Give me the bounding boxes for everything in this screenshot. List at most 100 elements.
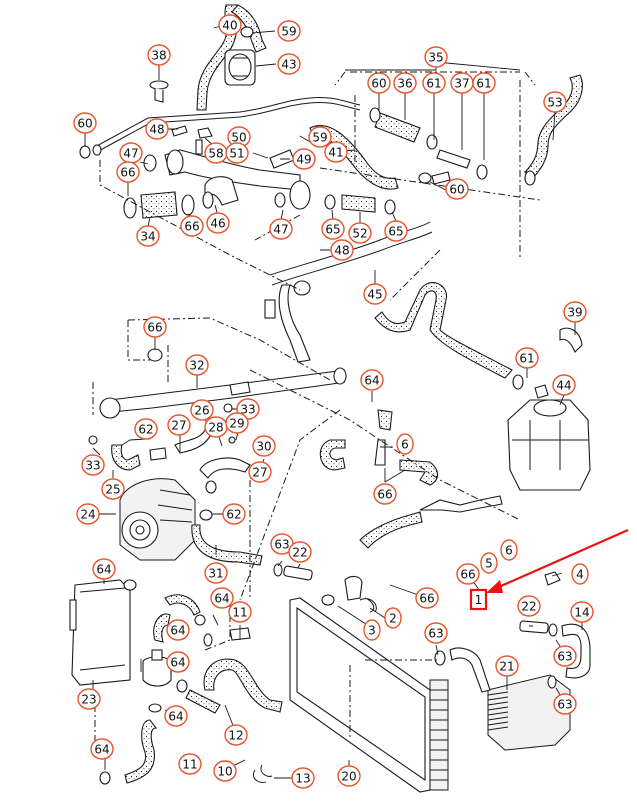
- callout-number: 25: [105, 483, 120, 497]
- callout-number: 33: [85, 459, 100, 473]
- callout-number: 52: [352, 227, 367, 241]
- callout-ring: [164, 705, 188, 727]
- callout-number: 5: [485, 557, 493, 571]
- callout-ring: [515, 347, 539, 369]
- callout-11: 11: [228, 601, 252, 623]
- callout-ring: [570, 601, 594, 623]
- callout-61: 61: [472, 72, 496, 94]
- callout-ring: [422, 72, 446, 94]
- callout-number: 60: [371, 77, 386, 91]
- callout-number: 62: [138, 423, 153, 437]
- callout-number: 65: [388, 225, 403, 239]
- callout-25: 25: [101, 478, 125, 500]
- callout-ring: [228, 601, 252, 623]
- callout-number: 66: [120, 166, 135, 180]
- callout-ring: [145, 118, 169, 140]
- callout-47: 47: [119, 142, 143, 164]
- callout-49: 49: [292, 148, 316, 170]
- callout-35: 35: [424, 46, 448, 68]
- callout-6: 6: [500, 539, 518, 561]
- callout-30: 30: [252, 435, 276, 457]
- aux-radiator-23: [69, 579, 131, 686]
- callout-66: 66: [415, 587, 439, 609]
- callout-48: 48: [145, 118, 169, 140]
- callout-ring: [76, 503, 100, 525]
- callout-6: 6: [396, 433, 414, 455]
- callout-number: 44: [556, 379, 571, 393]
- callout-26: 26: [190, 399, 214, 421]
- callout-number: 20: [341, 770, 356, 784]
- callout-number: 59: [281, 25, 296, 39]
- callout-number: 12: [228, 729, 243, 743]
- callout-31: 31: [204, 562, 228, 584]
- callout-number: 66: [460, 568, 475, 582]
- callout-ring: [73, 112, 97, 134]
- callout-number: 63: [557, 698, 572, 712]
- callout-ring: [224, 724, 248, 746]
- callout-50: 50: [227, 126, 251, 148]
- hose-31: [191, 524, 263, 566]
- callout-59: 59: [308, 126, 332, 148]
- callout-number: 11: [232, 606, 247, 620]
- callout-ring: [288, 541, 312, 563]
- callout-ring: [90, 738, 114, 760]
- callout-ring: [480, 552, 498, 574]
- callout-43: 43: [277, 53, 301, 75]
- callout-ring: [178, 753, 202, 775]
- callout-number: 45: [367, 288, 382, 302]
- callout-number: 61: [476, 77, 491, 91]
- callout-52: 52: [348, 222, 372, 244]
- callout-number: 63: [274, 538, 289, 552]
- callout-number: 60: [449, 183, 464, 197]
- hose-52: [341, 194, 376, 213]
- callout-ring: [308, 126, 332, 148]
- callout-ring: [225, 142, 249, 164]
- oil-cooler-21: [487, 674, 571, 751]
- callout-ring: [495, 655, 519, 677]
- callout-44: 44: [552, 374, 576, 396]
- callout-ring: [571, 563, 589, 585]
- expansion-tank-44: [507, 399, 591, 491]
- parts-artwork: [69, 4, 591, 793]
- callout-number: 29: [229, 417, 244, 431]
- callout-number: 22: [292, 546, 307, 560]
- callout-40: 40: [218, 14, 242, 36]
- callout-12: 12: [224, 724, 248, 746]
- clip-39: [559, 327, 583, 353]
- callout-ring: [367, 72, 391, 94]
- callout-number: 22: [521, 600, 536, 614]
- callout-64: 64: [360, 369, 384, 391]
- callout-number: 48: [149, 123, 164, 137]
- callout-ring: [373, 483, 397, 505]
- callout-37: 37: [450, 72, 474, 94]
- callout-11: 11: [178, 753, 202, 775]
- callout-28: 28: [204, 416, 228, 438]
- pipe-main-upper: [92, 97, 361, 149]
- callout-number: 47: [123, 147, 138, 161]
- callout-number: 64: [170, 656, 185, 670]
- callout-number: 33: [240, 403, 255, 417]
- callout-64: 64: [166, 651, 190, 673]
- callout-number: 14: [574, 606, 589, 620]
- callout-number: 13: [295, 772, 310, 786]
- callout-number: 23: [81, 693, 96, 707]
- pipe-37: [436, 149, 471, 169]
- callout-number: 64: [94, 743, 109, 757]
- pipe-30: [199, 457, 251, 479]
- callout-number: 38: [151, 49, 166, 63]
- callout-ring: [269, 218, 293, 240]
- callout-64: 64: [166, 619, 190, 641]
- callout-ring: [424, 46, 448, 68]
- clamp-59-top: [240, 26, 254, 38]
- pipe-22-right: [519, 620, 549, 634]
- callout-ring: [218, 14, 242, 36]
- callout-number: 4: [576, 568, 584, 582]
- part-4: [544, 571, 561, 586]
- callout-number: 65: [325, 223, 340, 237]
- callout-number: 35: [428, 51, 443, 65]
- callout-39: 39: [563, 301, 587, 323]
- callout-number: 6: [505, 544, 513, 558]
- callout-63: 63: [553, 693, 577, 715]
- hose-25: [111, 444, 141, 471]
